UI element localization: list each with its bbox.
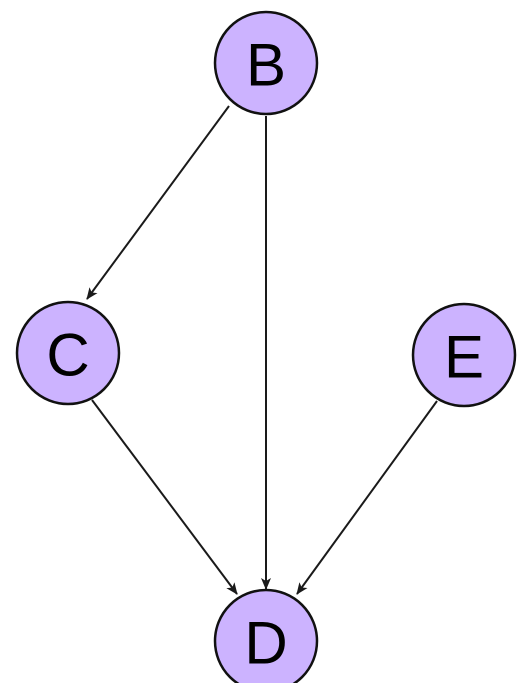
node-d-label: D <box>244 610 287 677</box>
edges <box>86 105 438 595</box>
node-c-circle <box>15 300 121 406</box>
node-c-label: C <box>46 322 89 389</box>
edge-b-to-c <box>86 105 230 300</box>
node-d-circle <box>213 588 319 683</box>
edge-e-to-d <box>296 400 438 595</box>
node-e-label: E <box>444 324 484 391</box>
node-b: B <box>213 10 319 116</box>
node-b-circle <box>213 10 319 116</box>
node-e-circle <box>411 302 517 408</box>
node-b-label: B <box>246 32 286 99</box>
node-d: D <box>213 588 319 683</box>
edge-c-to-d <box>91 399 238 595</box>
nodes: B C E D <box>15 10 517 683</box>
node-c: C <box>15 300 121 406</box>
node-e: E <box>411 302 517 408</box>
